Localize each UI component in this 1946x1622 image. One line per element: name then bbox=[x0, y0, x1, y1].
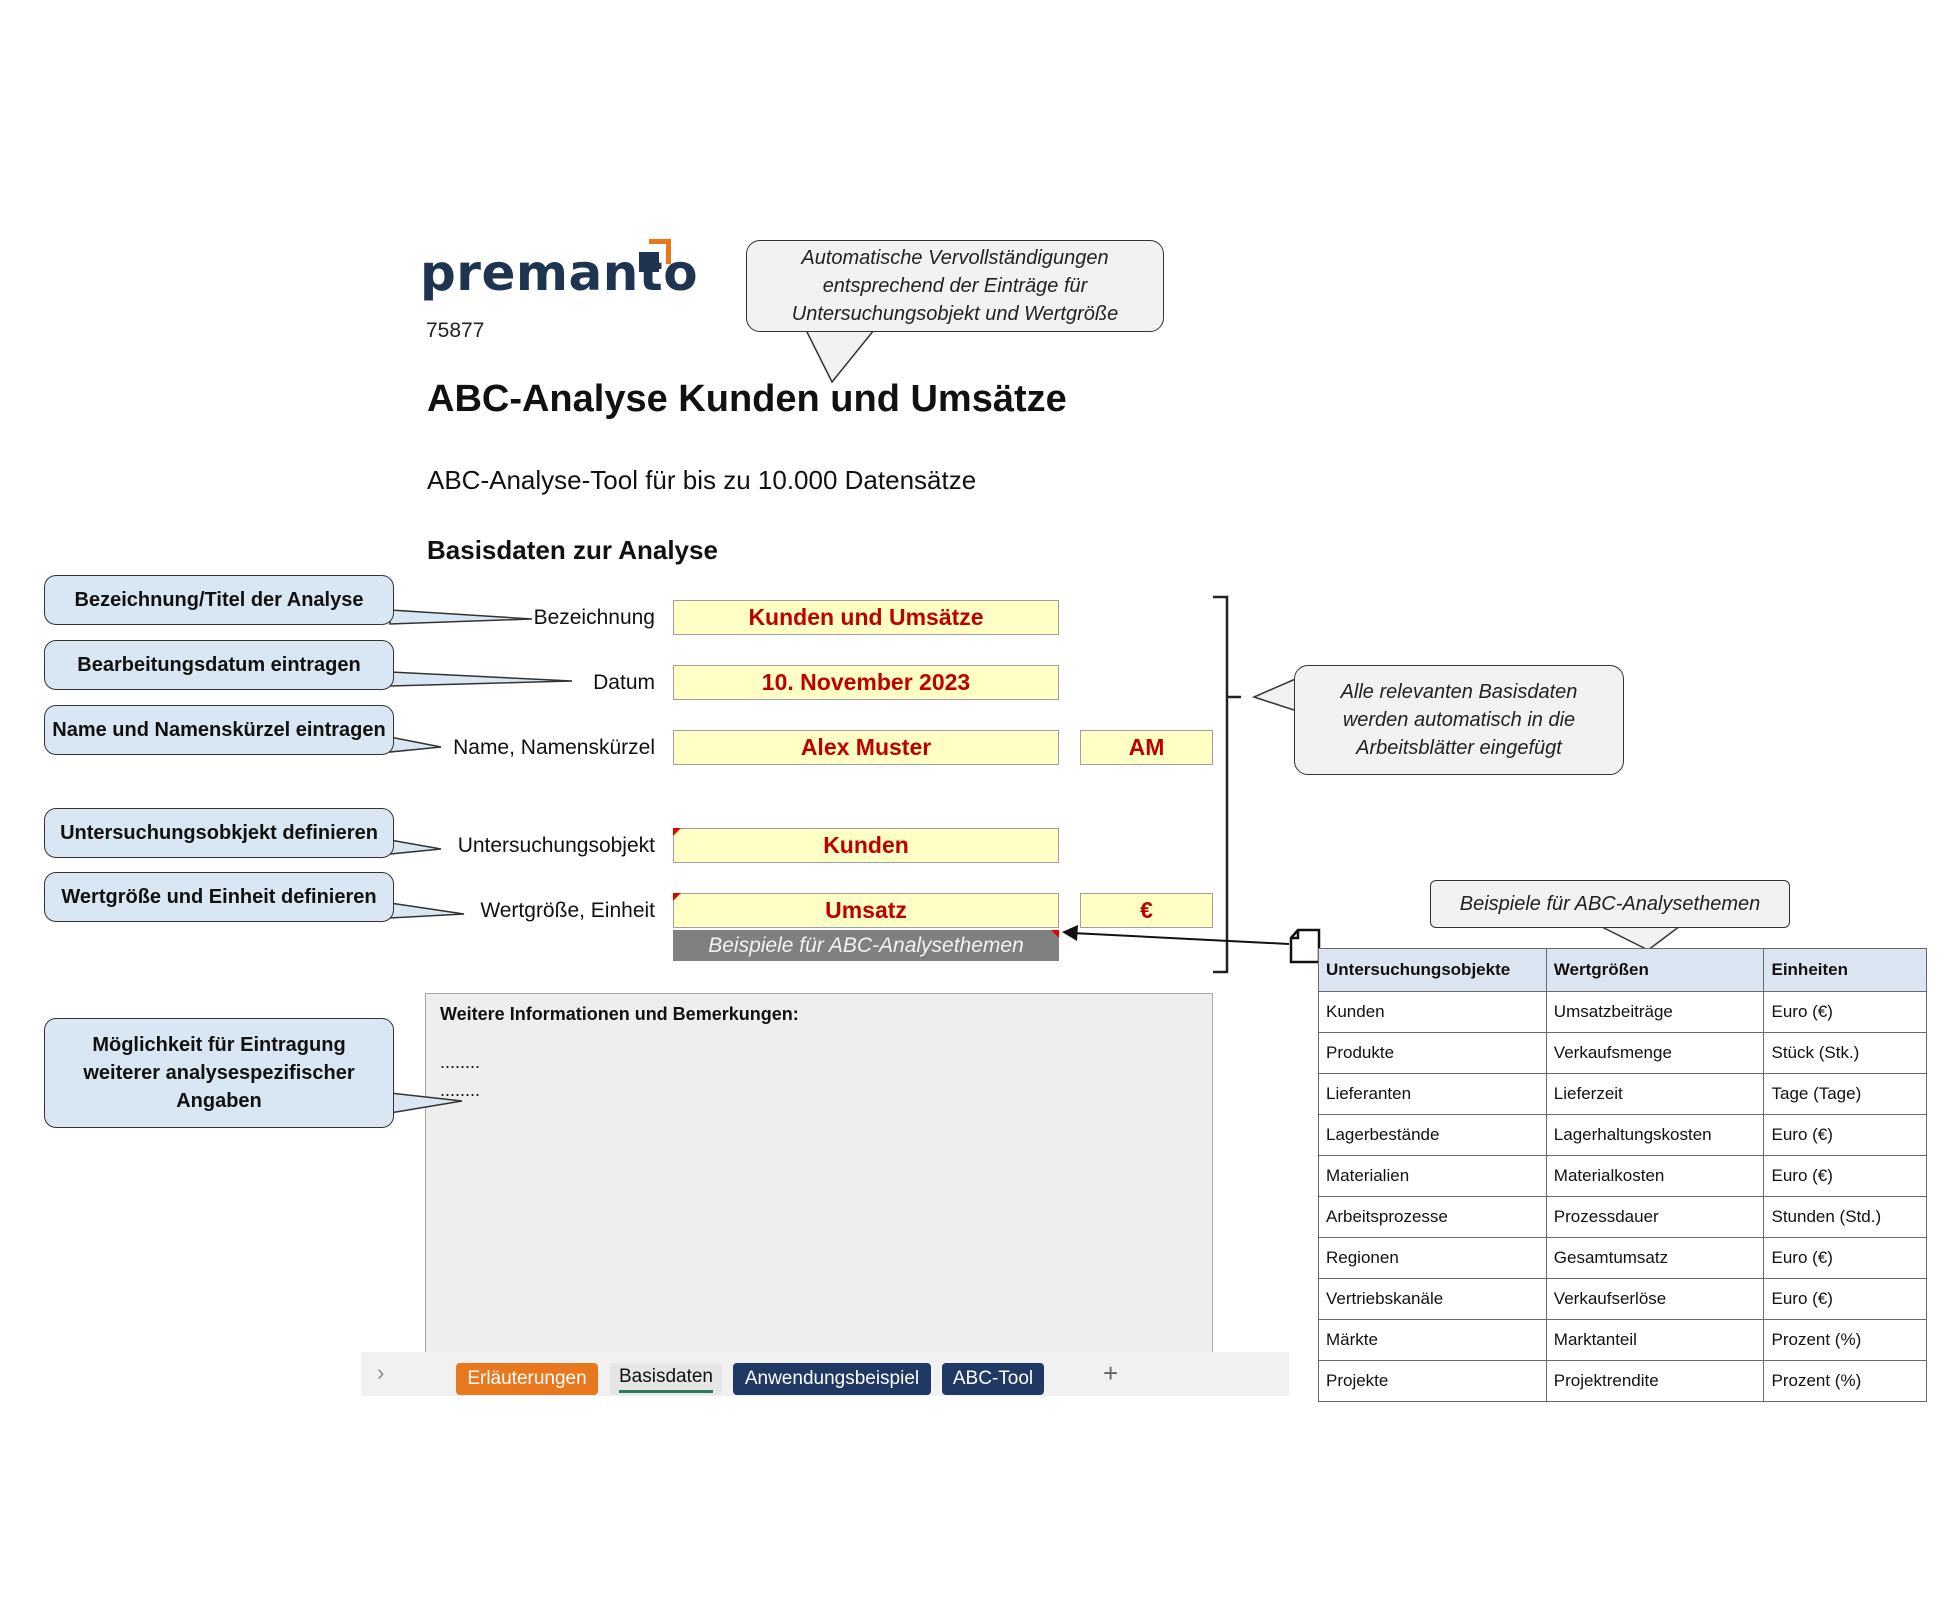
table-cell: Lieferzeit bbox=[1545, 1073, 1765, 1115]
label-bezeichnung: Bezeichnung bbox=[533, 606, 655, 629]
tab-basisdaten-label: Basisdaten bbox=[618, 1366, 713, 1393]
examples-button-label: Beispiele für ABC-Analysethemen bbox=[708, 933, 1024, 957]
examples-table: Untersuchungsobjekte Wertgrößen Einheite… bbox=[1318, 948, 1927, 1402]
tab-abc-tool[interactable]: ABC-Tool bbox=[942, 1363, 1044, 1395]
callout-basisdaten: Alle relevanten Basisdaten werden automa… bbox=[1294, 665, 1624, 775]
table-cell: Prozessdauer bbox=[1545, 1196, 1765, 1238]
table-cell: Kunden bbox=[1318, 991, 1547, 1033]
callout-auto-completion: Automatische Vervollständigungen entspre… bbox=[746, 240, 1164, 332]
table-cell: Stunden (Std.) bbox=[1763, 1196, 1927, 1238]
table-cell: Lieferanten bbox=[1318, 1073, 1547, 1115]
notes-area[interactable]: Weitere Informationen und Bemerkungen: .… bbox=[425, 993, 1213, 1353]
header-wertgroessen: Wertgrößen bbox=[1545, 948, 1765, 992]
namenskuerzel-field[interactable]: AM bbox=[1080, 730, 1213, 765]
callout-notes: Möglichkeit für Eintragung weiterer anal… bbox=[44, 1018, 394, 1128]
chevron-right-icon[interactable]: › bbox=[377, 1360, 385, 1385]
document-number: 75877 bbox=[426, 319, 485, 342]
header-einheiten: Einheiten bbox=[1763, 948, 1927, 992]
table-cell: Euro (€) bbox=[1763, 1237, 1927, 1279]
callout-datum: Bearbeitungsdatum eintragen bbox=[44, 640, 394, 690]
label-wertgroesse: Wertgröße, Einheit bbox=[480, 899, 655, 922]
tab-anwendungsbeispiel[interactable]: Anwendungsbeispiel bbox=[733, 1363, 931, 1395]
page-subtitle: ABC-Analyse-Tool für bis zu 10.000 Daten… bbox=[427, 465, 977, 495]
notes-line-2: ........ bbox=[440, 1080, 481, 1100]
einheit-field[interactable]: € bbox=[1080, 893, 1213, 928]
table-cell: Prozent (%) bbox=[1763, 1360, 1927, 1402]
table-cell: Stück (Stk.) bbox=[1763, 1032, 1927, 1074]
untersuchungsobjekt-field[interactable]: Kunden bbox=[673, 828, 1059, 863]
label-name: Name, Namenskürzel bbox=[453, 736, 655, 759]
table-cell: Verkaufserlöse bbox=[1545, 1278, 1765, 1320]
tab-erlaeuterungen[interactable]: Erläuterungen bbox=[456, 1363, 598, 1395]
table-cell: Umsatzbeiträge bbox=[1545, 991, 1765, 1033]
table-cell: Vertriebskanäle bbox=[1318, 1278, 1547, 1320]
section-title: Basisdaten zur Analyse bbox=[427, 535, 718, 565]
examples-button[interactable]: Beispiele für ABC-Analysethemen bbox=[673, 930, 1059, 961]
table-cell: Materialkosten bbox=[1545, 1155, 1765, 1197]
name-field[interactable]: Alex Muster bbox=[673, 730, 1059, 765]
document-icon bbox=[1289, 928, 1321, 964]
table-cell: Produkte bbox=[1318, 1032, 1547, 1074]
table-cell: Märkte bbox=[1318, 1319, 1547, 1361]
untersuchungsobjekt-value: Kunden bbox=[823, 832, 909, 858]
tab-basisdaten[interactable]: Basisdaten bbox=[610, 1363, 722, 1395]
table-cell: Prozent (%) bbox=[1763, 1319, 1927, 1361]
sheet-tab-bar: › Erläuterungen Basisdaten Anwendungsbei… bbox=[361, 1352, 1289, 1396]
wertgroesse-field[interactable]: Umsatz bbox=[673, 893, 1059, 928]
table-cell: Verkaufsmenge bbox=[1545, 1032, 1765, 1074]
bezeichnung-field[interactable]: Kunden und Umsätze bbox=[673, 600, 1059, 635]
comment-marker-icon bbox=[1051, 930, 1059, 938]
table-cell: Projekte bbox=[1318, 1360, 1547, 1402]
table-cell: Marktanteil bbox=[1545, 1319, 1765, 1361]
callout-name: Name und Namenskürzel eintragen bbox=[44, 705, 394, 755]
table-cell: Regionen bbox=[1318, 1237, 1547, 1279]
plus-icon[interactable]: + bbox=[1103, 1358, 1119, 1388]
table-cell: Euro (€) bbox=[1763, 1155, 1927, 1197]
callout-bezeichnung: Bezeichnung/Titel der Analyse bbox=[44, 575, 394, 625]
datum-field[interactable]: 10. November 2023 bbox=[673, 665, 1059, 700]
wertgroesse-value: Umsatz bbox=[825, 897, 907, 923]
table-cell: Materialien bbox=[1318, 1155, 1547, 1197]
table-cell: Euro (€) bbox=[1763, 1114, 1927, 1156]
table-cell: Arbeitsprozesse bbox=[1318, 1196, 1547, 1238]
label-datum: Datum bbox=[593, 671, 655, 694]
comment-marker-icon bbox=[673, 893, 681, 901]
comment-marker-icon bbox=[673, 828, 681, 836]
notes-title: Weitere Informationen und Bemerkungen: bbox=[440, 1004, 799, 1024]
table-cell: Tage (Tage) bbox=[1763, 1073, 1927, 1115]
page-title: ABC-Analyse Kunden und Umsätze bbox=[427, 378, 1067, 420]
table-header-row: Untersuchungsobjekte Wertgrößen Einheite… bbox=[1318, 948, 1927, 992]
callout-untersuchungsobjekt: Untersuchungsobkjekt definieren bbox=[44, 808, 394, 858]
logo-mark-icon bbox=[639, 239, 671, 272]
table-cell: Euro (€) bbox=[1763, 1278, 1927, 1320]
table-cell: Lagerhaltungskosten bbox=[1545, 1114, 1765, 1156]
label-untersuchungsobjekt: Untersuchungsobjekt bbox=[457, 834, 655, 857]
table-cell: Euro (€) bbox=[1763, 991, 1927, 1033]
callout-wertgroesse: Wertgröße und Einheit definieren bbox=[44, 872, 394, 922]
notes-line-1: ........ bbox=[440, 1052, 481, 1072]
callout-beispiele: Beispiele für ABC-Analysethemen bbox=[1430, 880, 1790, 928]
header-untersuchungsobjekte: Untersuchungsobjekte bbox=[1318, 948, 1547, 992]
table-cell: Projektrendite bbox=[1545, 1360, 1765, 1402]
table-cell: Lagerbestände bbox=[1318, 1114, 1547, 1156]
table-cell: Gesamtumsatz bbox=[1545, 1237, 1765, 1279]
